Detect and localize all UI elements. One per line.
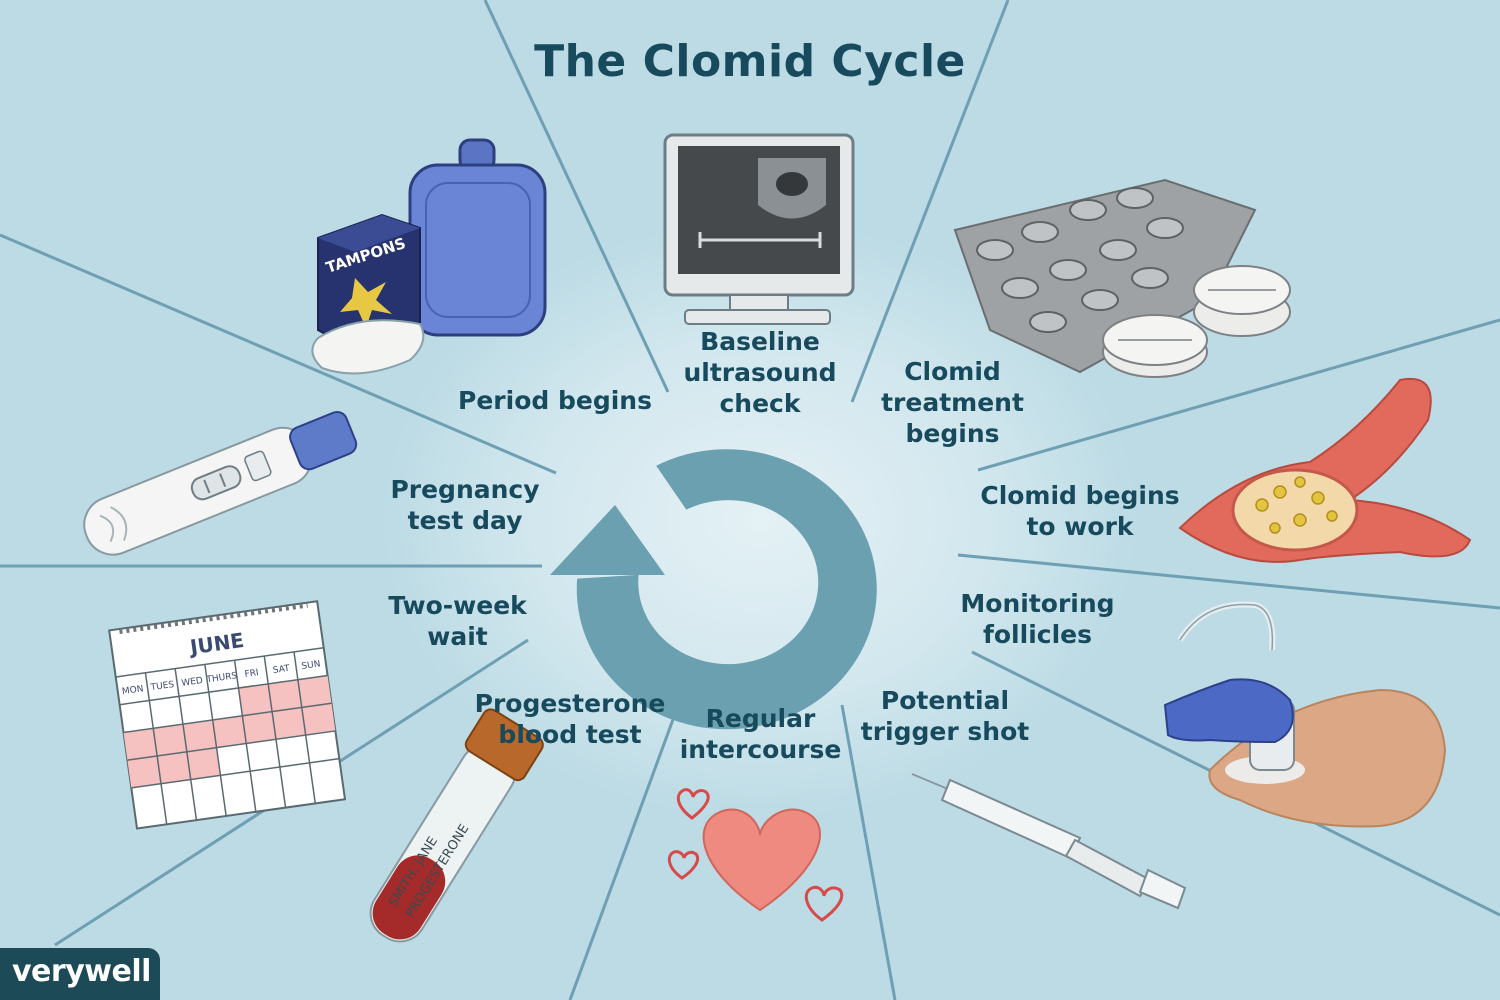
step-label-clomid-begins-work: Clomid begins to work: [980, 481, 1180, 541]
diagram-title: The Clomid Cycle: [534, 36, 966, 87]
step-label-progesterone-test: Progesterone blood test: [474, 689, 666, 749]
calendar-day-sun: SUN: [301, 659, 321, 672]
step-label-monitoring-follicles: Monitoring follicles: [960, 589, 1115, 649]
step-label-baseline-ultrasound: Baseline ultrasound check: [683, 327, 837, 418]
calendar-day-thurs: THURS: [205, 671, 238, 685]
center-glow: [380, 220, 1140, 820]
calendar-day-mon: MON: [121, 684, 144, 697]
calendar-day-sat: SAT: [272, 664, 291, 676]
hearts-icon: [667, 788, 844, 922]
syringe-icon: [911, 773, 1187, 910]
ovary-follicles-icon: [1178, 377, 1472, 563]
step-label-period-begins: Period begins: [458, 386, 652, 415]
tampons-hot-water-bottle-icon: TAMPONS: [311, 138, 547, 375]
calendar-day-tues: TUES: [149, 680, 175, 693]
step-label-pregnancy-test: Pregnancy test day: [390, 475, 540, 535]
step-label-two-week-wait: Two-week wait: [388, 591, 527, 651]
ultrasound-monitor-icon: [663, 133, 855, 325]
verywell-logo: verywell: [0, 948, 160, 1000]
pregnancy-test-icon: [83, 411, 358, 556]
ultrasound-probe-icon: [1163, 601, 1447, 828]
calendar-day-wed: WED: [181, 676, 204, 689]
calendar-day-fri: FRI: [244, 668, 259, 680]
pill-blister-pack-icon: [953, 178, 1291, 378]
step-label-clomid-treatment: Clomid treatment begins: [881, 357, 1024, 448]
brand-wordmark: verywell: [12, 954, 151, 989]
step-label-trigger-shot: Potential trigger shot: [860, 686, 1030, 746]
step-label-regular-intercourse: Regular intercourse: [679, 704, 842, 764]
